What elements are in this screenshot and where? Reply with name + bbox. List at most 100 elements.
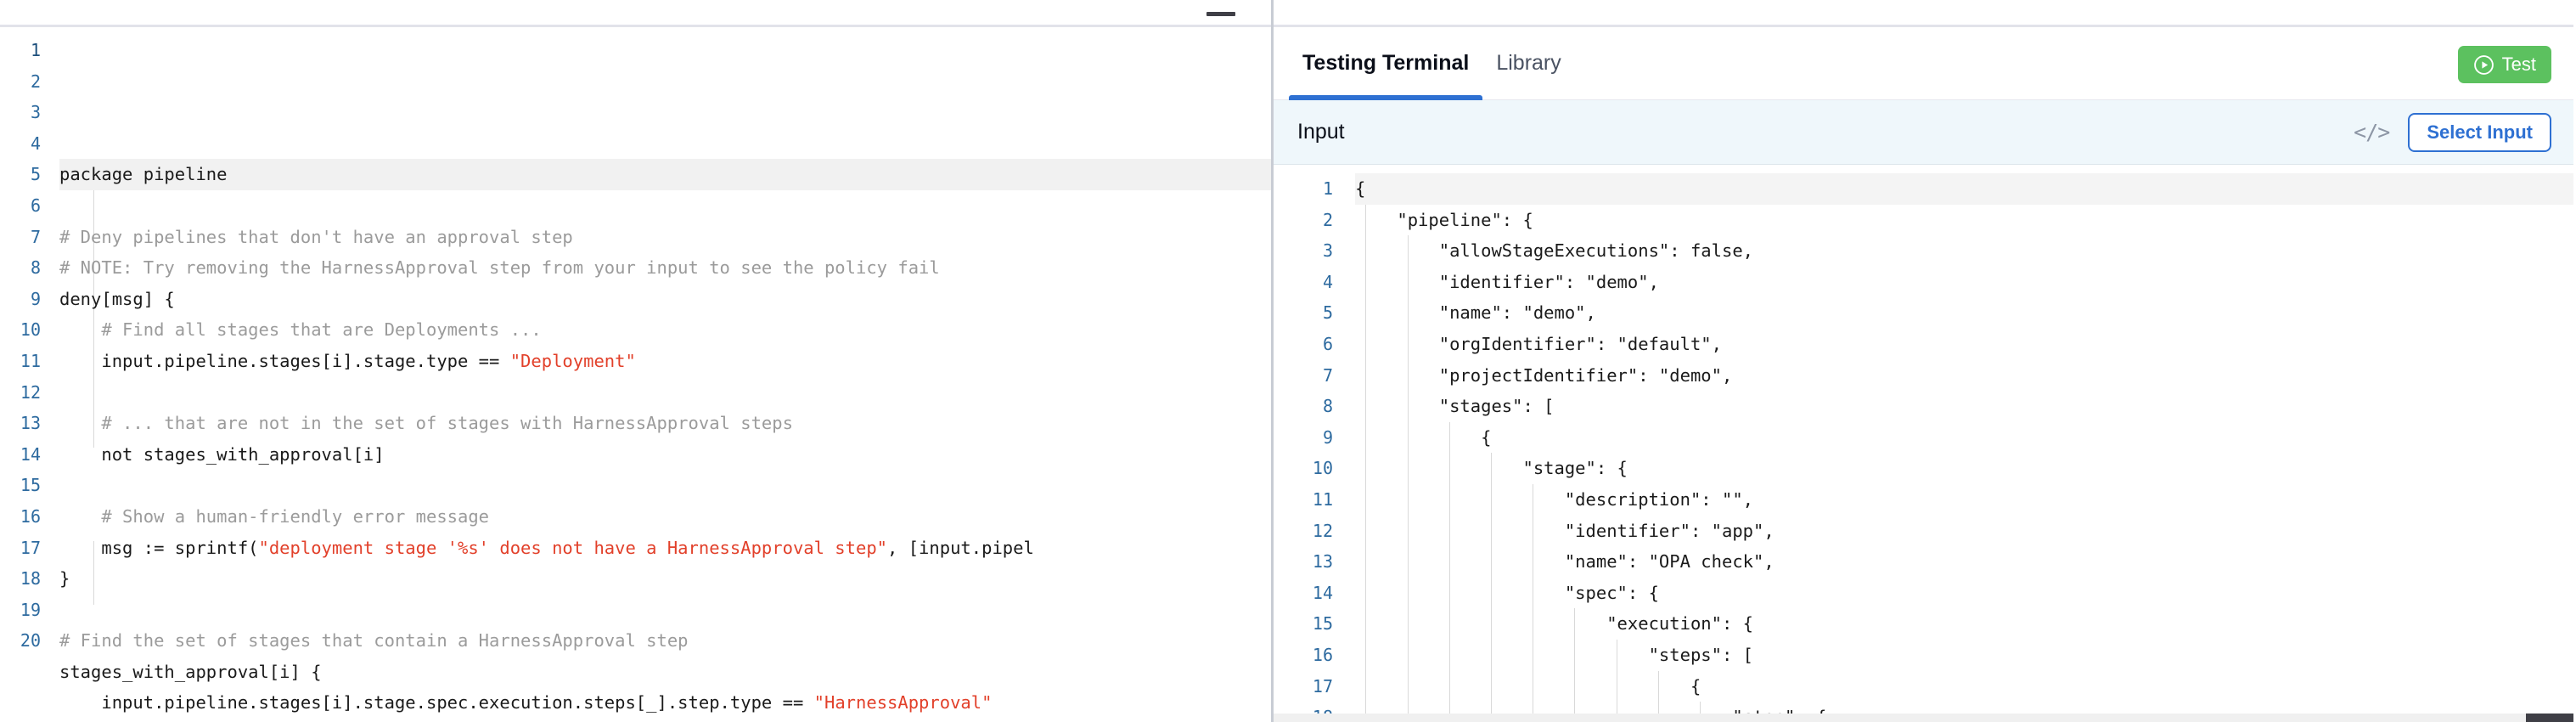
json-line-number: 13 [1312,551,1333,573]
indent-guide [93,541,94,605]
json-code-line[interactable]: "orgIdentifier": "default", [1355,333,1722,354]
json-line-number: 8 [1322,396,1333,417]
json-indent-guide [1365,702,1367,722]
rego-code-line[interactable] [59,470,1271,501]
rego-line-number: 18 [20,568,41,589]
json-code-line[interactable]: "identifier": "demo", [1355,271,1659,292]
tab-library[interactable]: Library [1482,27,1574,100]
rego-line-number: 10 [20,319,41,341]
json-indent-guide [1657,702,1659,722]
json-line-number: 1 [1322,178,1333,199]
code-tag-icon[interactable]: </> [2354,120,2390,144]
rego-code-line[interactable]: # Deny pipelines that don't have an appr… [59,222,1271,253]
test-button-label: Test [2501,54,2536,75]
json-indent-guide [1407,297,1409,329]
rego-code-lines[interactable]: package pipeline # Deny pipelines that d… [53,27,1271,722]
rego-line-number: 19 [20,599,41,620]
rego-code-line[interactable]: input.pipeline.stages[i].stage.type == "… [59,346,1271,377]
json-indent-guide [1407,391,1409,422]
rego-line-number: 20 [20,630,41,651]
json-indent-guide [1574,670,1576,702]
json-code-line[interactable]: "description": "", [1355,488,1753,510]
rego-line-number: 14 [20,443,41,465]
json-indent-guide [1365,421,1367,454]
rego-token-comment: # NOTE: Try removing the HarnessApproval… [59,257,940,279]
json-indent-guide [1365,359,1367,392]
json-line-number: 10 [1312,458,1333,479]
json-indent-guide [1574,640,1576,671]
tab-testing-terminal[interactable]: Testing Terminal [1289,27,1483,100]
json-code-line[interactable]: { [1355,173,2573,205]
minimize-icon[interactable] [1206,12,1235,16]
json-indent-guide [1490,453,1492,484]
rego-code-line[interactable]: package pipeline [59,159,1271,190]
rego-line-number: 17 [20,537,41,558]
rego-code-line[interactable]: # ... that are not in the set of stages … [59,408,1271,439]
json-line-number: 14 [1312,582,1333,603]
rego-token-string: "deployment stage '%s' does not have a H… [258,537,888,558]
tab-testing-terminal-label: Testing Terminal [1302,51,1470,75]
json-indent-guide [1365,515,1367,547]
json-code-line[interactable]: "name": "demo", [1355,302,1596,324]
json-code-line[interactable]: "steps": [ [1355,644,1753,665]
json-code-line[interactable]: "projectIdentifier": "demo", [1355,364,1733,386]
rego-token-string: "HarnessApproval" [813,692,993,714]
json-code-line[interactable]: "allowStageExecutions": false, [1355,240,1753,262]
json-code-line[interactable]: "stage": { [1522,458,1628,479]
json-indent-guide [1448,670,1450,702]
rego-token-code: deny[msg] { [59,288,175,309]
json-indent-guide [1365,546,1367,578]
rego-code-line[interactable]: # Show a human-friendly error message [59,501,1271,533]
rego-code-line[interactable]: not stages_with_approval[i] [59,439,1271,471]
rego-line-number: 11 [20,350,41,371]
json-indent-guide [1407,421,1409,454]
json-indent-guide [1448,453,1450,484]
rego-code-line[interactable]: deny[msg] { [59,284,1271,315]
horizontal-scrollbar[interactable] [1274,714,2573,722]
json-code-line[interactable]: "execution": { [1355,613,1753,635]
rego-token-comment: # Find the set of stages that contain a … [59,630,689,651]
right-top-strip [1274,0,2573,27]
json-code-lines[interactable]: { "pipeline": { "allowStageExecutions": … [1347,165,2573,722]
rego-code-line[interactable]: } [59,563,1271,595]
json-code-line[interactable]: { [1355,426,1492,448]
rego-code-line[interactable]: msg := sprintf("deployment stage '%s' do… [59,533,1271,564]
rego-code-line[interactable] [59,377,1271,409]
rego-line-number: 5 [30,164,41,185]
rego-code-line[interactable]: stages_with_approval[i] { [59,657,1271,688]
rego-code-line[interactable] [59,190,1271,222]
json-indent-guide [1490,515,1492,547]
rego-code-line[interactable]: # Find all stages that are Deployments .… [59,314,1271,346]
select-input-button[interactable]: Select Input [2408,112,2551,152]
json-code-line[interactable]: "identifier": "app", [1355,520,1775,541]
rego-code-line[interactable]: # Find the set of stages that contain a … [59,625,1271,657]
json-code-line[interactable]: "spec": { [1355,582,1659,603]
json-line-number: 9 [1322,426,1333,448]
test-button[interactable]: Test [2457,46,2551,83]
json-indent-guide [1365,266,1367,298]
json-indent-guide [1365,297,1367,329]
json-indent-guide [1365,329,1367,360]
json-code-line[interactable]: "name": "OPA check", [1355,551,1775,573]
json-indent-guide [1365,670,1367,702]
json-indent-guide [1699,702,1701,722]
json-indent-guide [1407,702,1409,722]
json-indent-guide [1407,453,1409,484]
rego-code-line[interactable]: input.pipeline.stages[i].stage.spec.exec… [59,687,1271,719]
rego-line-number: 15 [20,475,41,496]
json-indent-guide [1490,640,1492,671]
json-code-line[interactable]: { [1355,675,1701,697]
rego-code-line[interactable] [59,595,1271,626]
rego-token-code: , [input.pipel [887,537,1034,558]
horizontal-scrollbar-thumb[interactable] [2526,714,2573,722]
json-code-line[interactable]: "pipeline": { [1355,209,1533,230]
json-code-line[interactable]: "stages": [ [1355,396,1555,417]
rego-line-number: 6 [30,195,41,216]
rego-code-line[interactable]: # NOTE: Try removing the HarnessApproval… [59,252,1271,284]
rego-code-line[interactable]: } [59,719,1271,722]
json-indent-guide [1448,640,1450,671]
